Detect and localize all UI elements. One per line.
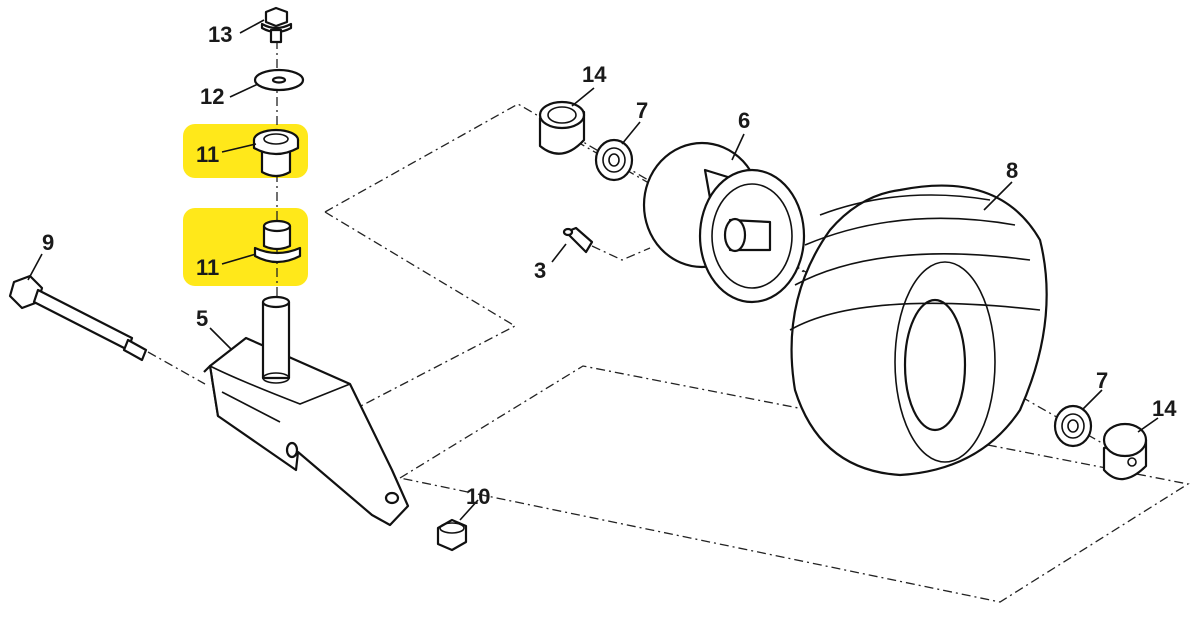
label-8: 8 bbox=[1006, 158, 1018, 183]
label-14-right: 14 bbox=[1152, 396, 1177, 421]
label-10: 10 bbox=[466, 484, 490, 509]
part-11-bushing-upper bbox=[252, 128, 300, 178]
leader-lines bbox=[27, 19, 1159, 521]
label-11-lower: 11 bbox=[196, 255, 219, 280]
part-14-spacer-left bbox=[538, 100, 586, 155]
part-9-axle-bolt bbox=[8, 274, 148, 362]
part-12-washer bbox=[253, 68, 305, 92]
label-9: 9 bbox=[42, 230, 54, 255]
label-12: 12 bbox=[200, 84, 224, 109]
part-14-spacer-right bbox=[1102, 422, 1148, 481]
label-13: 13 bbox=[208, 22, 232, 47]
label-5: 5 bbox=[196, 306, 208, 331]
part-11-bushing-lower bbox=[253, 219, 302, 264]
label-6: 6 bbox=[738, 108, 750, 133]
part-7-bearing-left bbox=[594, 138, 634, 182]
part-5-caster-fork bbox=[203, 295, 410, 527]
callout-labels: 13 12 11 11 9 5 10 3 14 7 6 8 7 14 bbox=[42, 22, 1177, 509]
label-3: 3 bbox=[534, 258, 546, 283]
part-8-tire bbox=[789, 184, 1048, 477]
part-10-lock-nut bbox=[436, 518, 468, 552]
part-6-wheel-rim bbox=[642, 141, 806, 304]
label-7-right: 7 bbox=[1096, 368, 1108, 393]
part-3-valve-stem bbox=[562, 226, 594, 254]
part-13-flange-bolt bbox=[260, 6, 293, 44]
label-11-upper: 11 bbox=[196, 142, 219, 167]
label-7-left: 7 bbox=[636, 98, 648, 123]
part-7-bearing-right bbox=[1053, 404, 1093, 448]
label-14-left: 14 bbox=[582, 62, 607, 87]
